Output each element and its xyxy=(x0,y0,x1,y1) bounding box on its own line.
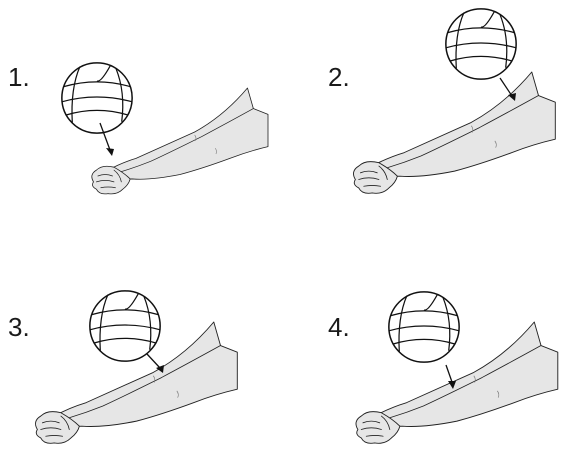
panel-3: 3. xyxy=(8,291,237,443)
panel-2-arrow xyxy=(500,78,512,96)
panel-1-arrowhead-icon xyxy=(106,148,114,156)
panel-2: 2. xyxy=(328,9,555,193)
panel-1: 1. xyxy=(8,62,268,194)
panel-1-volleyball-icon xyxy=(62,63,132,133)
panel-3-arrow xyxy=(147,354,160,368)
panel-3-volleyball-icon xyxy=(90,291,160,361)
panel-3-number: 3. xyxy=(8,312,30,342)
panel-4-volleyball-icon xyxy=(389,292,459,362)
panel-4-number: 4. xyxy=(328,312,350,342)
panel-2-arm-illustration xyxy=(353,72,555,193)
panel-1-number: 1. xyxy=(8,62,30,92)
panel-4-arrow xyxy=(446,365,452,382)
panel-4: 4. xyxy=(328,292,558,443)
panel-2-number: 2. xyxy=(328,62,350,92)
panel-2-volleyball-icon xyxy=(446,9,516,79)
